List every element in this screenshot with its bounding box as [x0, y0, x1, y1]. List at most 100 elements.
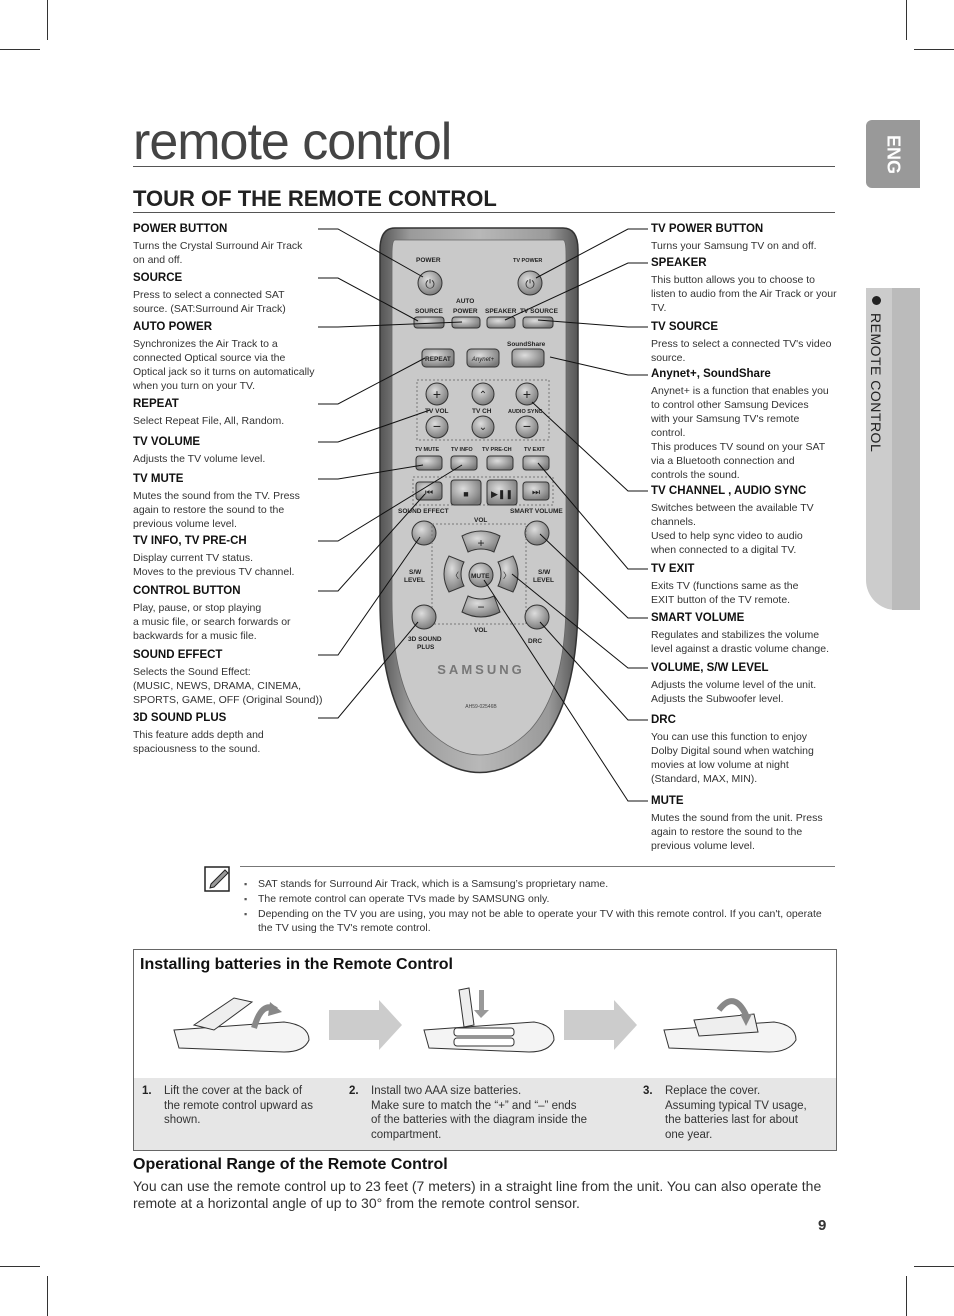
anynet-button: [466, 348, 500, 368]
item-body: Adjusts the TV volume level.: [133, 453, 266, 465]
svg-text:−: −: [523, 418, 531, 434]
tv-info-button: [450, 455, 478, 471]
item-body: You can use this function to enjoy Dolby…: [651, 731, 814, 785]
play-pause-button: [486, 479, 518, 506]
crop-mark: [47, 1276, 48, 1316]
crop-mark: [914, 49, 954, 50]
sw-level-left-button: [443, 555, 465, 593]
sound-plus-label: 3D SOUND: [408, 636, 442, 643]
speaker-label: SPEAKER: [485, 308, 517, 315]
note-item: Depending on the TV you are using, you m…: [240, 907, 835, 935]
dpad-block: [431, 523, 527, 625]
svg-text:⌄: ⌄: [479, 422, 487, 433]
svg-text:〈: 〈: [451, 571, 459, 580]
tv-mute-button: [415, 455, 443, 471]
batteries-illustration: [173, 987, 797, 1053]
left-item: SOURCE Press to select a connected SAT so…: [133, 271, 323, 316]
item-title: SPEAKER: [651, 257, 707, 269]
chapter-tab-shade: [892, 288, 920, 610]
vol-label-top: VOL: [474, 517, 487, 524]
crop-mark: [906, 1276, 907, 1316]
mute-button: [468, 562, 494, 588]
item-title: TV VOLUME: [133, 436, 201, 448]
tv-info-label: TV INFO: [451, 447, 473, 453]
auto-power-label: POWER: [453, 308, 478, 315]
tv-ch-up: [471, 382, 495, 406]
soundshare-label: SoundShare: [507, 341, 546, 348]
prev-icon: ⏮: [425, 487, 433, 497]
note-item: The remote control can operate TVs made …: [240, 892, 835, 906]
tv-source-button: [522, 316, 554, 329]
crop-mark: [0, 49, 40, 50]
sound-effect-button: [411, 520, 437, 546]
item-body: Select Repeat File, All, Random.: [133, 415, 285, 427]
left-item: TV VOLUME Adjusts the TV volume level.: [133, 435, 323, 466]
tv-block: [416, 379, 550, 441]
tv-power-icon: ⏻: [525, 277, 535, 291]
item-title: SOURCE: [133, 272, 183, 284]
sw-level-label-right: S/W: [538, 569, 551, 576]
item-body: Press to select a connected SAT source. …: [133, 289, 286, 315]
item-body: Selects the Sound Effect: (MUSIC, NEWS, …: [133, 666, 323, 706]
operational-range-text: You can use the remote control up to 23 …: [133, 1178, 822, 1211]
step-text: Install two AAA size batteries. Make sur…: [371, 1085, 588, 1141]
item-title: TV EXIT: [651, 563, 695, 575]
brand-logo: SAMSUNG: [437, 662, 524, 677]
leader-lines-left: [318, 228, 463, 719]
model-label: AH59-02546B: [465, 704, 497, 710]
item-title: 3D SOUND PLUS: [133, 712, 227, 724]
vol-up-button: [461, 530, 501, 553]
plus-label: PLUS: [417, 644, 435, 651]
stop-icon: ■: [463, 489, 468, 499]
section-rule: [133, 212, 835, 213]
item-body: Press to select a connected TV's video s…: [651, 338, 832, 364]
operational-range-title: Operational Range of the Remote Control: [133, 1156, 448, 1173]
crop-mark: [906, 0, 907, 40]
power-icon: ⏻: [425, 277, 435, 291]
language-tab: [866, 120, 920, 188]
tv-ch-down: [471, 415, 495, 439]
svg-text:⌃: ⌃: [479, 390, 487, 401]
item-body: Adjusts the volume level of the unit. Ad…: [651, 679, 817, 705]
control-block: [412, 476, 554, 506]
tv-power-label: TV POWER: [513, 258, 542, 264]
crop-mark: [47, 0, 48, 40]
svg-text:+: +: [433, 386, 441, 402]
bullet-icon: [871, 296, 881, 305]
item-title: TV CHANNEL , AUDIO SYNC: [651, 485, 807, 497]
note-icon: [203, 864, 233, 894]
repeat-label: REPEAT: [425, 356, 451, 363]
item-title: AUTO POWER: [133, 321, 213, 333]
section-title: TOUR OF THE REMOTE CONTROL: [133, 186, 497, 211]
notes-list: SAT stands for Surround Air Track, which…: [240, 877, 835, 935]
batteries-title: Installing batteries in the Remote Contr…: [140, 956, 453, 973]
item-title: TV POWER BUTTON: [651, 223, 764, 235]
crop-mark: [914, 1266, 954, 1267]
repeat-button: [421, 348, 455, 368]
svg-text:+: +: [523, 386, 531, 402]
leader-lines-right: [483, 228, 648, 802]
item-body: Mutes the sound from the TV. Press again…: [133, 490, 300, 530]
anynet-label: Anynet+: [471, 357, 495, 363]
item-title: Anynet+, SoundShare: [651, 368, 771, 380]
svg-text:+: +: [477, 536, 484, 550]
sound-effect-label: SOUND EFFECT: [398, 508, 449, 515]
prev-button: [415, 481, 443, 501]
tv-source-label: TV SOURCE: [520, 308, 559, 315]
item-body: Turns the Crystal Surround Air Track on …: [133, 240, 303, 266]
level-label-right: LEVEL: [533, 577, 554, 584]
tv-mute-label: TV MUTE: [415, 447, 439, 453]
smart-volume-label: SMART VOLUME: [510, 508, 563, 515]
play-pause-icon: ▶❚❚: [491, 489, 513, 500]
item-title: MUTE: [651, 795, 684, 807]
sw-level-right-button: [497, 555, 519, 593]
tv-vol-down: [425, 415, 449, 439]
